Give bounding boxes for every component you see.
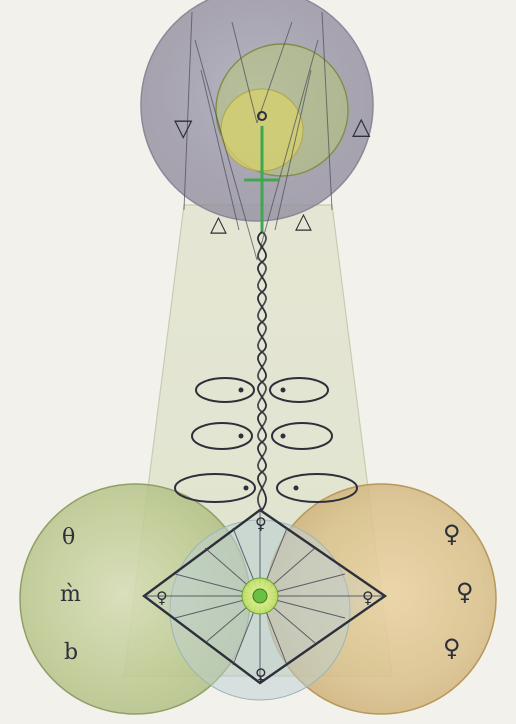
symbol-diamond-bottom: ♀ [255,665,267,684]
symbol-upper-mid-left: △ [210,212,227,237]
symbol-top-right: △ [352,112,371,140]
center-flower [242,578,278,614]
symbol-top-left: ▽ [174,114,193,142]
symbol-diamond-right: ♀ [362,588,374,607]
symbol-upper-mid-right: △ [295,209,312,234]
symbol-left-1: θ [62,525,75,550]
symbol-left-2: m̀ [60,582,81,607]
symbol-right-2: ♀ [456,578,474,606]
symbol-left-3: b [64,640,78,665]
symbol-diamond-left: ♀ [156,588,168,607]
symbol-right-1: ♀ [443,520,461,548]
symbol-right-3: ♀ [443,634,461,662]
symbol-diamond-top: ♀ [255,514,267,533]
